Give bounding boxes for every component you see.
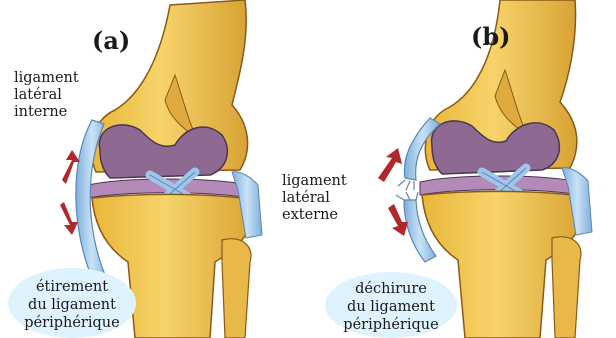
stretch-caption: étirement du ligament périphérique	[10, 278, 134, 332]
external-ligament-line-1: ligament	[282, 173, 347, 190]
stretch-caption-line-2: du ligament	[10, 296, 134, 314]
external-ligament-label: ligament latéral externe	[282, 173, 347, 224]
tear-caption-line-1: déchirure	[327, 280, 455, 298]
internal-ligament-line-1: ligament	[14, 70, 79, 87]
tear-arrow-up-b	[378, 148, 402, 182]
stretch-caption-line-3: périphérique	[10, 314, 134, 332]
fibula-a	[222, 239, 251, 338]
panel-label-b: (b)	[471, 22, 511, 51]
tear-caption-line-3: périphérique	[327, 316, 455, 334]
external-ligament-line-3: externe	[282, 207, 347, 224]
internal-ligament-label: ligament latéral interne	[14, 70, 79, 121]
internal-ligament-line-2: latéral	[14, 87, 79, 104]
stretch-arrow-down-a	[60, 202, 78, 235]
panel-label-a: (a)	[92, 26, 130, 55]
fibula-b	[552, 237, 581, 338]
tear-caption-line-2: du ligament	[327, 298, 455, 316]
external-ligament-line-2: latéral	[282, 190, 347, 207]
tear-fibers-b	[396, 180, 418, 200]
internal-ligament-line-3: interne	[14, 104, 79, 121]
tear-caption: déchirure du ligament périphérique	[327, 280, 455, 334]
stretch-caption-line-1: étirement	[10, 278, 134, 296]
